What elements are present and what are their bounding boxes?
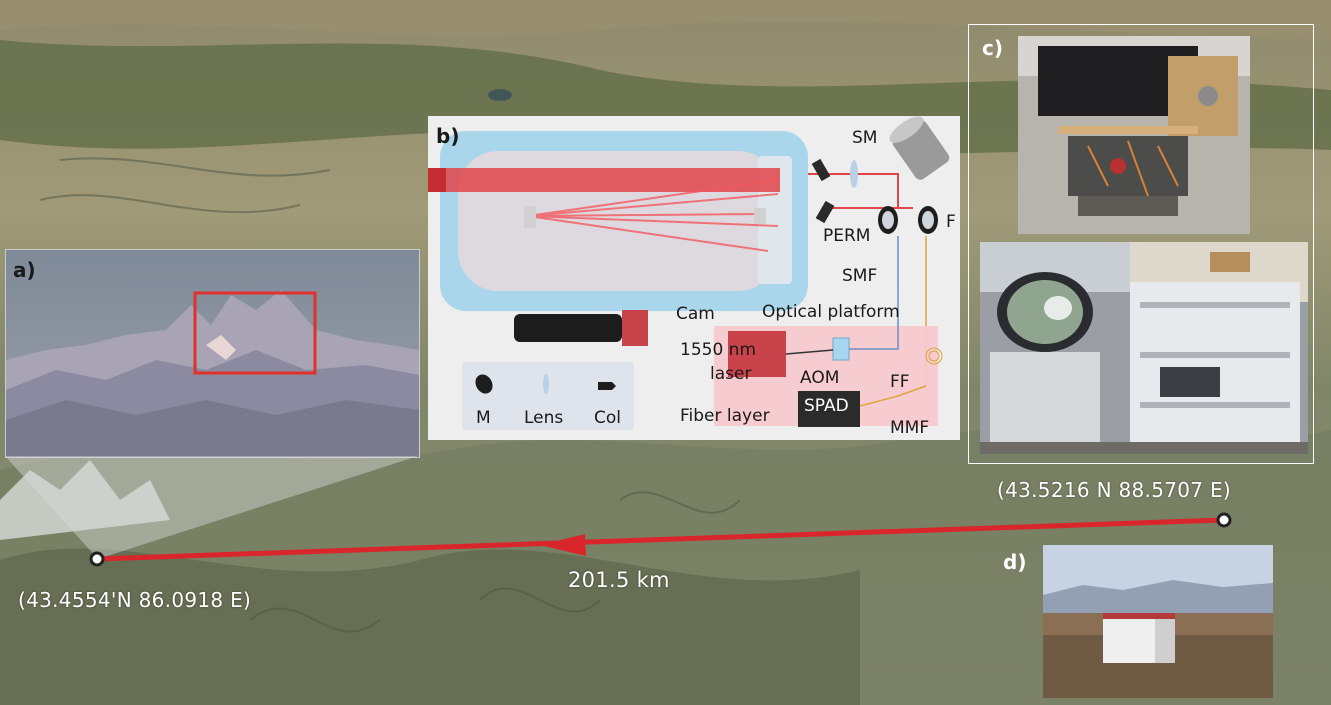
panel-a-label: a): [13, 258, 36, 282]
legend-collimator-icon: [598, 382, 616, 390]
label-mmf: MMF: [890, 418, 930, 438]
equipment-rack: [1130, 282, 1300, 442]
mountain-photo: [6, 250, 419, 457]
label-optical-platform: Optical platform: [762, 302, 900, 322]
west-site-coordinates: (43.4554'N 86.0918 E): [18, 588, 252, 612]
aom-module: [832, 337, 850, 361]
legend-label-col: Col: [594, 408, 621, 428]
label-ff: FF: [890, 372, 910, 392]
target-highlight-box: [193, 291, 317, 375]
link-distance-label: 201.5 km: [568, 568, 670, 592]
scan-mirror: [889, 116, 950, 180]
label-aom: AOM: [800, 368, 840, 388]
legend-label-m: M: [476, 408, 491, 428]
panel-c-frame: [968, 24, 1314, 464]
zoom-cone: [5, 456, 418, 559]
legend-label-lens: Lens: [524, 408, 564, 428]
legend-box: [462, 362, 634, 430]
mirror-icon-2: [815, 200, 835, 224]
lens-icon: [850, 160, 858, 188]
panel-c-photo-bottom: [980, 242, 1308, 454]
east-site-coordinates: (43.5216 N 88.5707 E): [997, 478, 1231, 502]
panel-b-diagram: [428, 116, 960, 440]
label-perm: PERM: [823, 226, 871, 246]
label-spad: SPAD: [804, 396, 849, 416]
label-cam: Cam: [676, 304, 715, 324]
spad-detector: [798, 391, 860, 427]
panel-d-photo: [1043, 545, 1273, 698]
camera-lens: [622, 310, 648, 346]
panel-b-label: b): [436, 124, 460, 148]
input-beam: [440, 168, 780, 192]
panel-d-label: d): [1003, 550, 1027, 574]
label-laser: laser: [710, 364, 752, 384]
laser-module: [728, 331, 786, 377]
panel-a-photo: [5, 249, 420, 458]
optical-setup-schematic: [428, 116, 950, 430]
panel-c-photo-top: [1018, 36, 1250, 234]
label-laser-1550: 1550 nm: [680, 340, 757, 360]
label-fiber-layer: Fiber layer: [680, 406, 770, 426]
label-smf: SMF: [842, 266, 878, 286]
panel-c-label: c): [982, 36, 1003, 60]
legend-mirror-icon: [475, 374, 493, 394]
label-sm: SM: [852, 128, 878, 148]
mirror-icon: [811, 158, 831, 182]
label-f: F: [946, 212, 956, 232]
camera-body: [514, 314, 622, 342]
legend-lens-icon: [543, 374, 549, 394]
